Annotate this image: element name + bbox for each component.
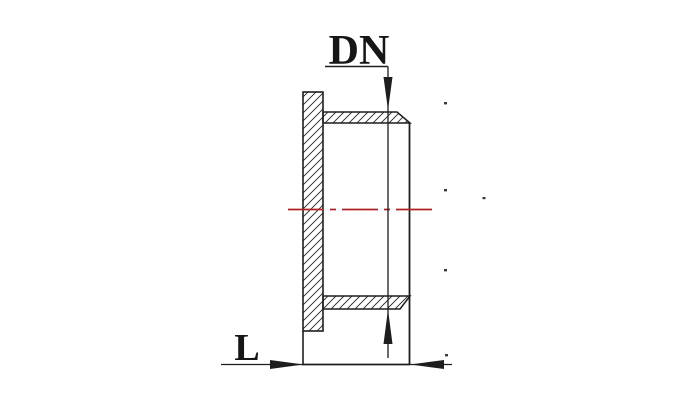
dn-arrow-up-icon [383,309,393,344]
l-dimension [221,360,452,369]
cap-end-flange-section [302,91,324,332]
dn-dimension [325,65,393,358]
l-arrow-left-icon [410,360,444,369]
cap-top-wall-section [322,111,413,124]
cap-bottom-wall-section [322,295,412,310]
dn-arrow-down-icon [383,77,393,110]
l-dimension-label: L [234,327,259,369]
image-specks [444,102,486,357]
dn-dimension-label: DN [329,28,390,74]
l-arrow-right-icon [270,360,304,369]
